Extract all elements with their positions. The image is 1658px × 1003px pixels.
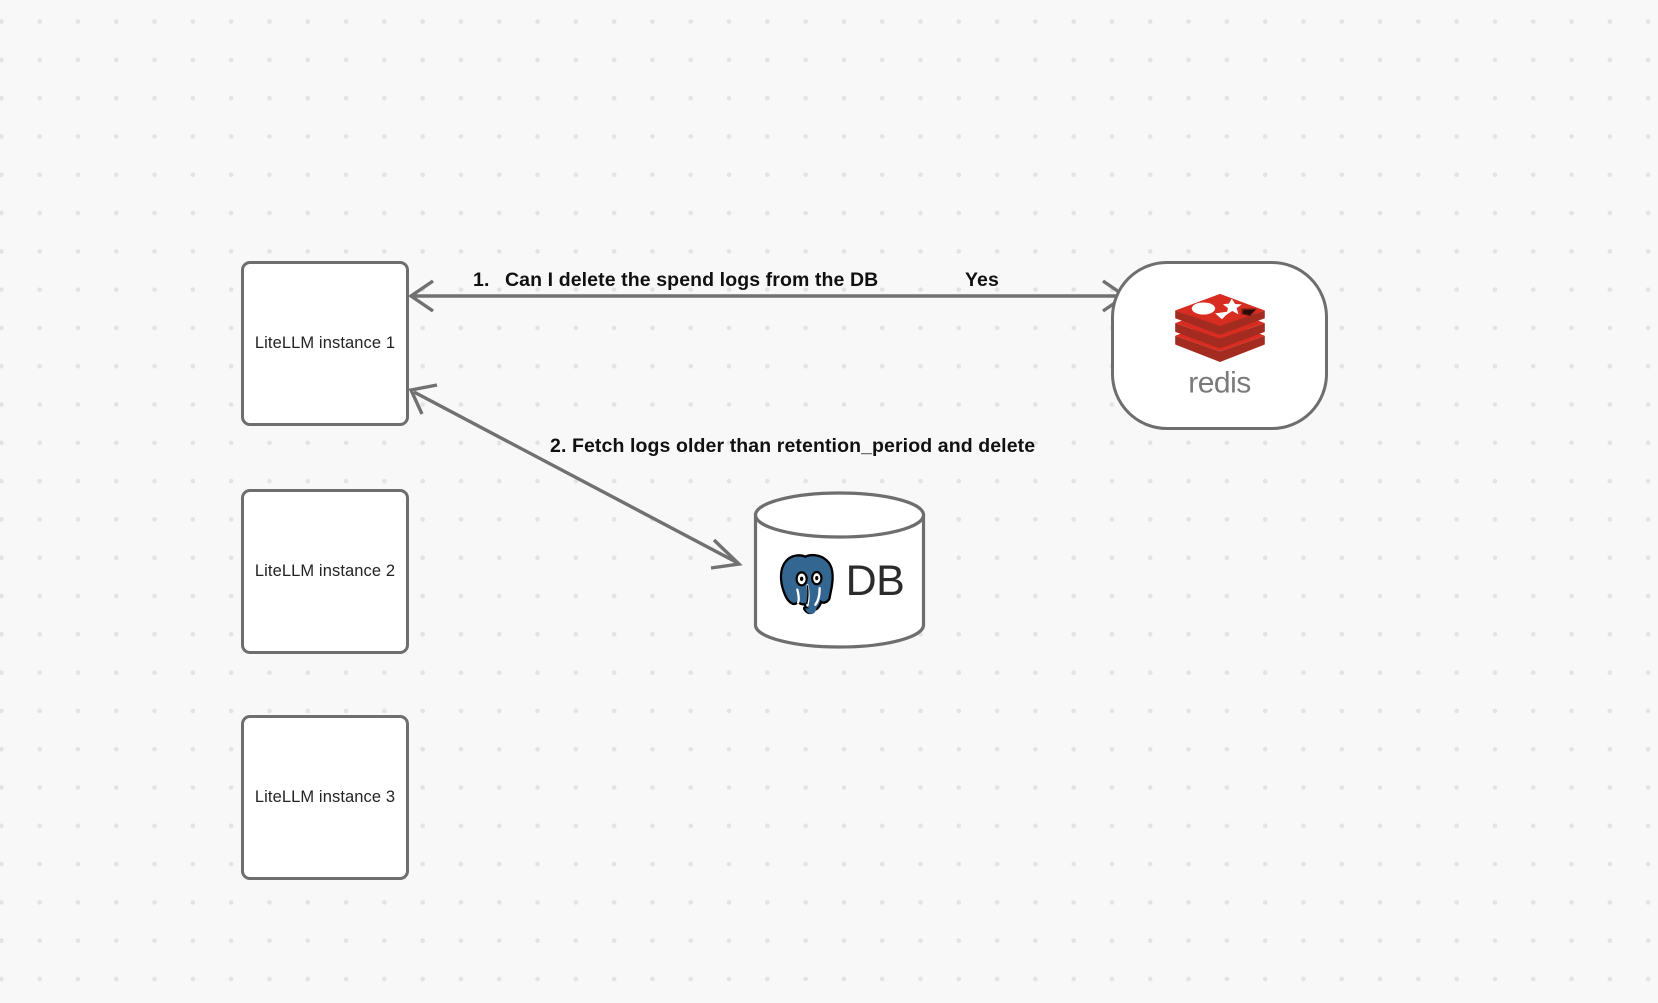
edge-2-label: 2. Fetch logs older than retention_perio…	[550, 435, 1036, 457]
edge-1-number: 1.	[473, 269, 490, 291]
edge-1-label: Can I delete the spend logs from the DB	[505, 269, 879, 291]
node-litellm-instance-3[interactable]: LiteLLM instance 3	[241, 715, 409, 880]
svg-text:redis: redis	[1188, 366, 1251, 399]
edge-1-reply-label: Yes	[965, 269, 999, 291]
node-label: LiteLLM instance 1	[254, 334, 396, 352]
node-label: LiteLLM instance 2	[254, 562, 396, 580]
database-label: DB	[845, 556, 905, 605]
node-label: LiteLLM instance 3	[254, 788, 396, 806]
node-database[interactable]: DB	[753, 491, 926, 649]
cylinder-shape	[753, 491, 926, 649]
postgresql-elephant-icon	[779, 553, 834, 615]
redis-logo-icon	[1174, 293, 1265, 362]
node-redis[interactable]: redis	[1111, 261, 1328, 430]
node-litellm-instance-1[interactable]: LiteLLM instance 1	[241, 261, 409, 426]
node-litellm-instance-2[interactable]: LiteLLM instance 2	[241, 489, 409, 654]
redis-wordmark: redis	[1188, 366, 1251, 399]
